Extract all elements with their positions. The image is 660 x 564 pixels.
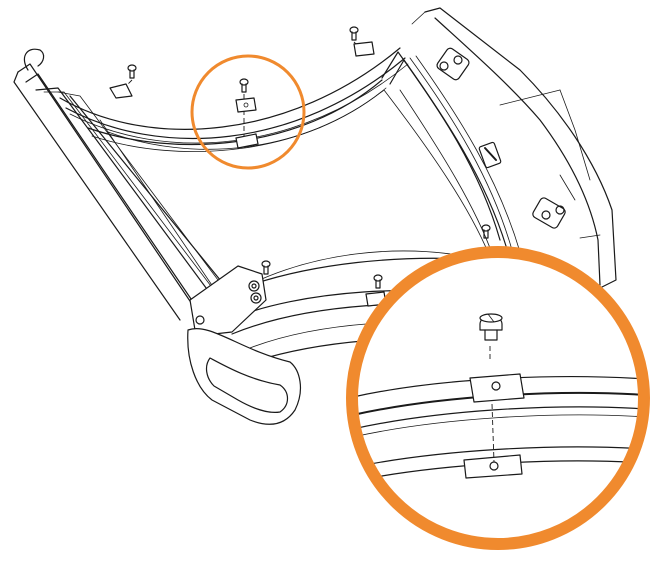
glass-panel — [107, 89, 493, 301]
hinge-lower — [532, 197, 566, 229]
callout-small-magnifier-icon — [190, 54, 306, 170]
left-side-rail — [13, 48, 231, 321]
handle-bracket — [187, 265, 302, 425]
callout-large — [346, 246, 650, 550]
rear-panel — [411, 7, 617, 289]
clip-lower-magnified — [463, 454, 523, 479]
screw-1 — [109, 64, 137, 99]
latch — [478, 141, 502, 169]
screw-2 — [235, 78, 257, 136]
clip-plate-magnified — [469, 373, 525, 403]
screw-3 — [349, 26, 375, 57]
screw-magnified — [479, 313, 503, 341]
handle — [187, 328, 302, 425]
hook — [23, 48, 45, 71]
callout-large-magnifier-icon — [346, 246, 650, 550]
screw-6 — [481, 224, 491, 239]
top-curved-frame — [59, 47, 409, 152]
screw-4 — [261, 260, 271, 275]
hinge-upper — [436, 47, 470, 81]
right-inner-rail — [381, 51, 521, 263]
